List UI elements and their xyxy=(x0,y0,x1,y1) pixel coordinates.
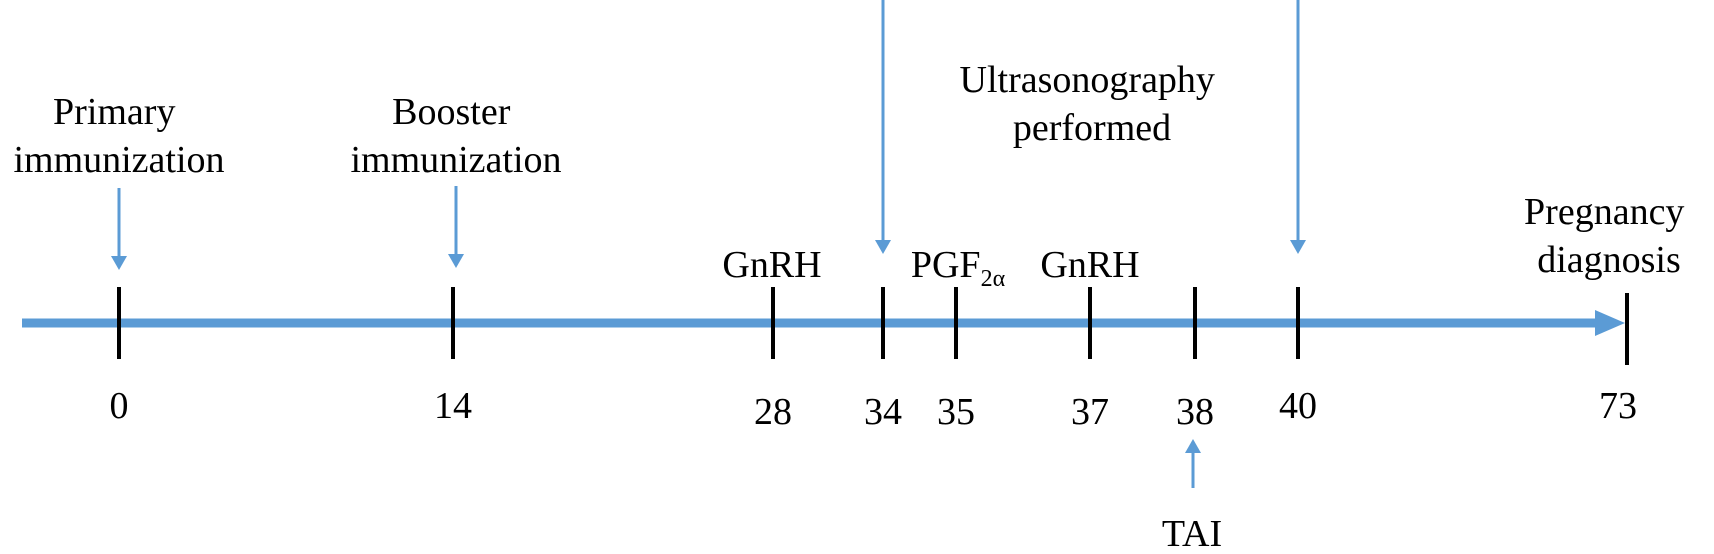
arrow-ultrasonography-day-34 xyxy=(875,0,891,254)
day-label-34: 34 xyxy=(864,391,902,433)
event-labels: Primary immunization Booster immunizatio… xyxy=(13,59,1694,554)
label-pregnancy-line-2: diagnosis xyxy=(1537,239,1681,281)
arrow-booster-immunization xyxy=(448,186,464,268)
label-pgf2alpha: PGF2α xyxy=(911,244,1006,292)
label-primary-immunization: Primary immunization xyxy=(13,91,224,181)
label-gnrh-day-28: GnRH xyxy=(722,244,821,286)
arrow-primary-immunization xyxy=(111,188,127,270)
day-label-28: 28 xyxy=(754,391,792,433)
day-label-35: 35 xyxy=(937,391,975,433)
day-label-37: 37 xyxy=(1071,391,1109,433)
label-pregnancy-line-1: Pregnancy xyxy=(1524,191,1684,233)
event-arrows xyxy=(111,0,1306,488)
day-label-40: 40 xyxy=(1279,385,1317,427)
label-booster-line-2: immunization xyxy=(350,139,561,181)
label-booster-line-1: Booster xyxy=(392,91,511,133)
label-pgf-subscript: 2α xyxy=(981,266,1006,292)
arrow-ultrasonography-day-40 xyxy=(1290,0,1306,254)
label-ultrasonography: Ultrasonography performed xyxy=(960,59,1225,149)
tick-marks xyxy=(117,287,1629,365)
day-label-0: 0 xyxy=(110,385,129,427)
label-pregnancy-diagnosis: Pregnancy diagnosis xyxy=(1524,191,1694,281)
timeline-arrowhead xyxy=(1595,310,1625,336)
arrow-tai xyxy=(1185,439,1201,488)
label-gnrh-day-37: GnRH xyxy=(1040,244,1139,286)
label-primary-line-1: Primary xyxy=(53,91,175,133)
day-labels: 0 14 28 34 35 37 38 40 73 xyxy=(110,385,1638,433)
day-label-73: 73 xyxy=(1599,385,1637,427)
label-tai: TAI xyxy=(1162,513,1222,554)
day-label-14: 14 xyxy=(434,385,472,427)
label-booster-immunization: Booster immunization xyxy=(350,91,561,181)
day-label-38: 38 xyxy=(1176,391,1214,433)
label-ultrasonography-line-2: performed xyxy=(1013,107,1171,149)
label-pgf-base: PGF xyxy=(911,244,981,286)
label-ultrasonography-line-1: Ultrasonography xyxy=(960,59,1215,101)
timeline-axis xyxy=(22,310,1625,336)
label-primary-line-2: immunization xyxy=(13,139,224,181)
